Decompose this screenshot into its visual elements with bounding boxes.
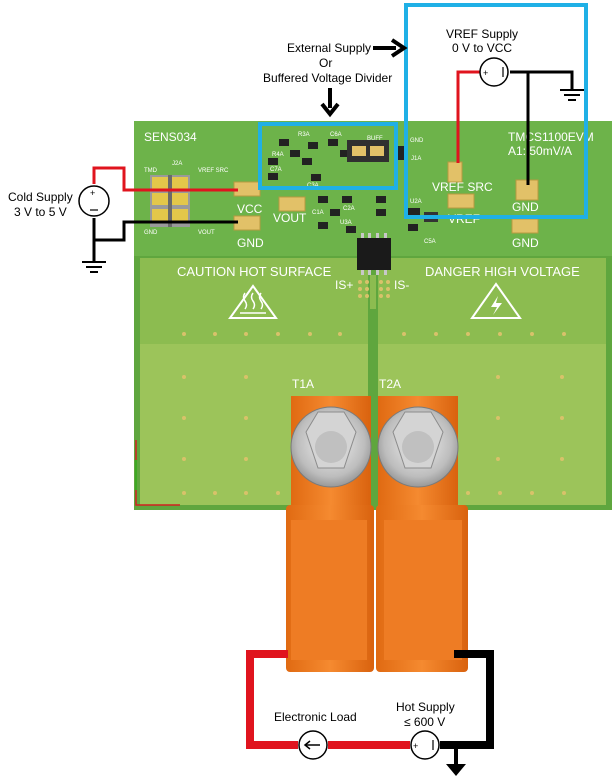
ref-c1a: C1A — [312, 210, 324, 216]
header-label-j2a: J2A — [172, 161, 182, 167]
ref-c6a: C6A — [330, 132, 342, 138]
external-supply-line3: Buffered Voltage Divider — [263, 71, 392, 85]
external-supply-line1: External Supply — [287, 41, 371, 55]
pad-label-gnd-mid: GND — [512, 200, 539, 214]
arrow-down-icon — [320, 88, 340, 118]
pad-label-gnd-right: GND — [512, 236, 539, 250]
arrow-right-icon — [373, 38, 408, 58]
highlight-external-supply-region — [258, 122, 398, 190]
hot-supply-loop — [246, 650, 494, 776]
header-j2a: TMD J2A VREF SRC GND VOUT — [144, 161, 229, 236]
smd-components — [268, 139, 438, 309]
header-label-vref-src: VREF SRC — [198, 168, 229, 174]
cold-supply-line1: Cold Supply — [8, 190, 73, 204]
voltage-source-icon: + — [479, 57, 509, 87]
terminal-label-t1a: T1A — [292, 377, 314, 391]
svg-text:+: + — [483, 68, 488, 78]
lug-terminal-t1a — [286, 396, 374, 672]
header-label-vout: VOUT — [198, 230, 215, 236]
highlight-vref-region — [404, 3, 588, 219]
ref-u2a: U2A — [410, 199, 422, 205]
terminal-label-t2a: T2A — [379, 377, 401, 391]
ref-r4a: R4A — [272, 152, 284, 158]
electronic-load-label: Electronic Load — [274, 710, 357, 724]
pad-label-vcc: VCC — [237, 202, 263, 216]
vref-supply-line2: 0 V to VCC — [452, 41, 512, 55]
warning-hot-surface: CAUTION HOT SURFACE — [177, 264, 332, 279]
external-supply-line2: Or — [319, 56, 332, 70]
ground-icon — [82, 261, 106, 273]
pin-label-is-minus: IS- — [394, 278, 409, 292]
pad-label-gnd-left: GND — [237, 236, 264, 250]
test-pads — [233, 161, 539, 234]
tmcs1100-ic — [357, 238, 391, 270]
pad-label-vout: VOUT — [273, 211, 307, 225]
ref-gnd: GND — [410, 138, 424, 144]
pcb-board — [134, 121, 612, 510]
ref-r3a: R3A — [298, 132, 310, 138]
hot-supply-line1: Hot Supply — [396, 700, 455, 714]
hot-surface-icon — [228, 284, 278, 319]
ref-u3a: U3A — [340, 220, 352, 226]
ref-c7a: C7A — [270, 167, 282, 173]
board-model-line2: A1: 50mV/A — [508, 144, 572, 158]
lug-terminal-t2a — [376, 396, 468, 672]
header-label-tmd: TMD — [144, 168, 158, 174]
current-source-icon — [298, 730, 328, 760]
voltage-source-icon: + — [410, 730, 440, 760]
header-label-gnd: GND — [144, 230, 158, 236]
ref-c2a: C2A — [343, 206, 355, 212]
vref-supply-wiring — [456, 70, 574, 185]
cold-supply-wiring — [92, 166, 238, 262]
hot-supply-line2: ≤ 600 V — [404, 715, 445, 729]
voltage-source-icon: + — [78, 185, 110, 217]
warning-high-voltage: DANGER HIGH VOLTAGE — [425, 264, 580, 279]
board-model-line1: TMCS1100EVM — [508, 130, 594, 144]
board-name: SENS034 — [144, 130, 197, 144]
ground-icon — [560, 89, 584, 101]
ref-c5a: C5A — [424, 239, 436, 245]
pin-label-is-plus: IS+ — [335, 278, 353, 292]
svg-text:+: + — [90, 188, 95, 198]
cold-supply-line2: 3 V to 5 V — [14, 205, 67, 219]
high-voltage-icon — [470, 282, 522, 319]
ref-j1a: J1A — [411, 156, 421, 162]
vref-supply-line1: VREF Supply — [446, 27, 518, 41]
svg-text:+: + — [413, 741, 418, 751]
ground-icon — [446, 764, 466, 776]
ref-buff: BUFF — [367, 136, 383, 142]
pad-label-vref-src: VREF SRC — [432, 180, 493, 194]
via-dots — [182, 332, 566, 495]
